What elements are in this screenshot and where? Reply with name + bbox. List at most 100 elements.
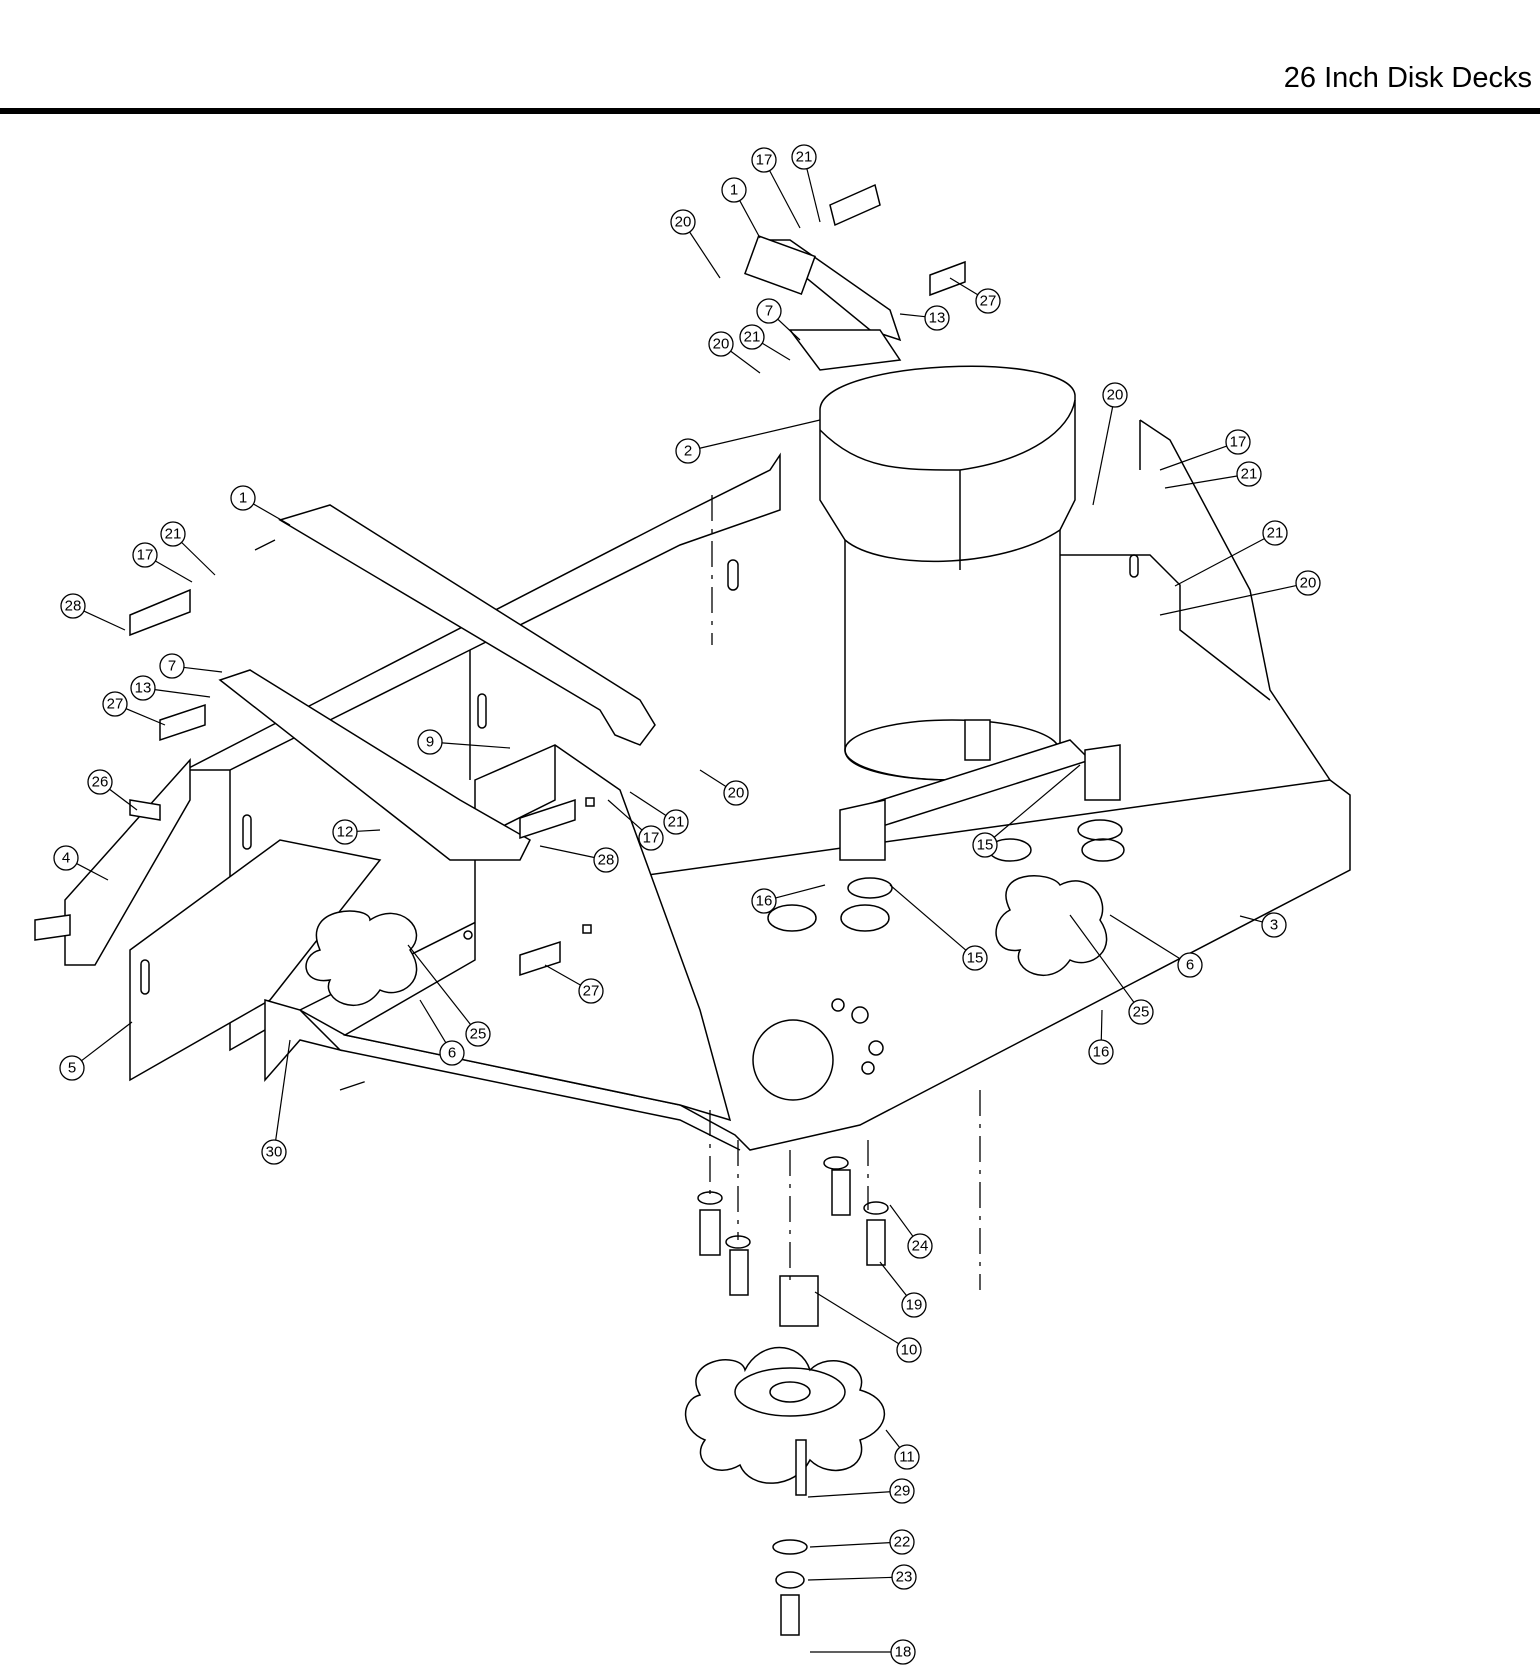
callout-circle: [593, 847, 619, 873]
callout-circle: [261, 1139, 287, 1165]
hardware: [34, 183, 966, 1636]
callout-circle: [924, 305, 950, 331]
callout-leader: [1100, 1009, 1103, 1041]
callout-circle: [1295, 570, 1321, 596]
callout-label: 2: [684, 443, 692, 460]
callout-label: 28: [65, 598, 82, 615]
callout-label: 20: [713, 336, 730, 353]
callout-21: 21: [629, 791, 689, 835]
callout-9: 9: [417, 729, 511, 755]
callout-leader: [809, 1542, 891, 1548]
callout-label: 16: [1093, 1044, 1110, 1061]
callout-leader: [253, 503, 291, 526]
callout-6: 6: [419, 999, 465, 1066]
callout-17: 17: [751, 147, 801, 229]
callout-leader: [899, 313, 926, 318]
callout-leader: [154, 689, 211, 698]
callout-2: 2: [675, 419, 821, 464]
callout-leader: [885, 1429, 901, 1448]
callout-label: 20: [675, 214, 692, 231]
callout-leader: [629, 791, 667, 816]
callout-circle: [132, 542, 158, 568]
callout-label: 10: [901, 1342, 918, 1359]
callout-leader: [1239, 915, 1263, 923]
callout-17: 17: [607, 799, 664, 851]
callout-circle: [975, 288, 1001, 314]
callout-circle: [962, 945, 988, 971]
callout-21: 21: [791, 144, 821, 223]
callout-circle: [159, 653, 185, 679]
callout-circle: [1261, 912, 1287, 938]
callout-label: 15: [967, 950, 984, 967]
explode-lines: [254, 495, 981, 1290]
callout-circle: [578, 978, 604, 1004]
callout-22: 22: [809, 1529, 915, 1555]
callout-label: 22: [894, 1534, 911, 1551]
callout-circle: [972, 832, 998, 858]
callout-circle: [751, 888, 777, 914]
callout-label: 18: [895, 1644, 912, 1661]
callout-leader: [699, 419, 821, 449]
callout-leader: [1109, 914, 1181, 960]
callout-12: 12: [332, 819, 381, 845]
callout-label: 13: [929, 310, 946, 327]
hose-assembly: [839, 739, 1123, 899]
callout-13: 13: [130, 675, 211, 701]
callout-label: 23: [896, 1569, 913, 1586]
callout-circle: [889, 1478, 915, 1504]
callout-circle: [1225, 429, 1251, 455]
callout-label: 20: [1107, 387, 1124, 404]
callout-label: 21: [668, 814, 685, 831]
callout-circle: [60, 593, 86, 619]
callout-circle: [670, 209, 696, 235]
callout-circle: [439, 1040, 465, 1066]
callout-label: 1: [239, 490, 247, 507]
callout-21: 21: [1174, 520, 1288, 587]
callout-leader: [83, 610, 126, 631]
callout-27: 27: [102, 691, 166, 726]
callout-15: 15: [972, 764, 1081, 858]
callout-23: 23: [807, 1564, 917, 1590]
callout-label: 3: [1270, 917, 1278, 934]
callout-label: 17: [756, 152, 773, 169]
callout-label: 21: [1267, 525, 1284, 542]
callout-label: 21: [1241, 466, 1258, 483]
callout-1: 1: [230, 485, 291, 526]
callout-18: 18: [810, 1639, 916, 1665]
callout-leader: [806, 168, 821, 223]
callout-28: 28: [539, 845, 619, 873]
callout-circle: [1128, 999, 1154, 1025]
callout-leader: [125, 708, 166, 726]
callout-leader: [81, 1021, 133, 1062]
callout-20: 20: [1159, 570, 1321, 616]
callout-label: 25: [470, 1026, 487, 1043]
callout-circle: [756, 298, 782, 324]
callout-label: 24: [912, 1238, 929, 1255]
callout-leader: [730, 350, 761, 374]
callout-leader: [807, 1576, 893, 1581]
callout-circle: [638, 825, 664, 851]
callout-16: 16: [1088, 1009, 1114, 1065]
callout-leader: [544, 964, 581, 986]
callout-label: 12: [337, 824, 354, 841]
star-knobs: [305, 875, 1108, 1007]
callout-3: 3: [1239, 912, 1287, 938]
callout-28: 28: [60, 593, 126, 631]
callout-circle: [907, 1233, 933, 1259]
callout-label: 27: [583, 983, 600, 1000]
callout-label: 26: [92, 774, 109, 791]
tie-rods: [278, 234, 902, 746]
callout-circle: [791, 144, 817, 170]
callout-circle: [1088, 1039, 1114, 1065]
callout-7: 7: [756, 298, 801, 341]
callout-circle: [675, 438, 701, 464]
callout-label: 6: [448, 1045, 456, 1062]
callout-circle: [53, 845, 79, 871]
callout-leader: [739, 200, 761, 239]
callout-leader: [109, 788, 138, 811]
callout-leader: [1159, 584, 1297, 616]
callout-27: 27: [544, 964, 604, 1004]
motor: [819, 365, 1076, 781]
callout-leader: [949, 277, 979, 296]
